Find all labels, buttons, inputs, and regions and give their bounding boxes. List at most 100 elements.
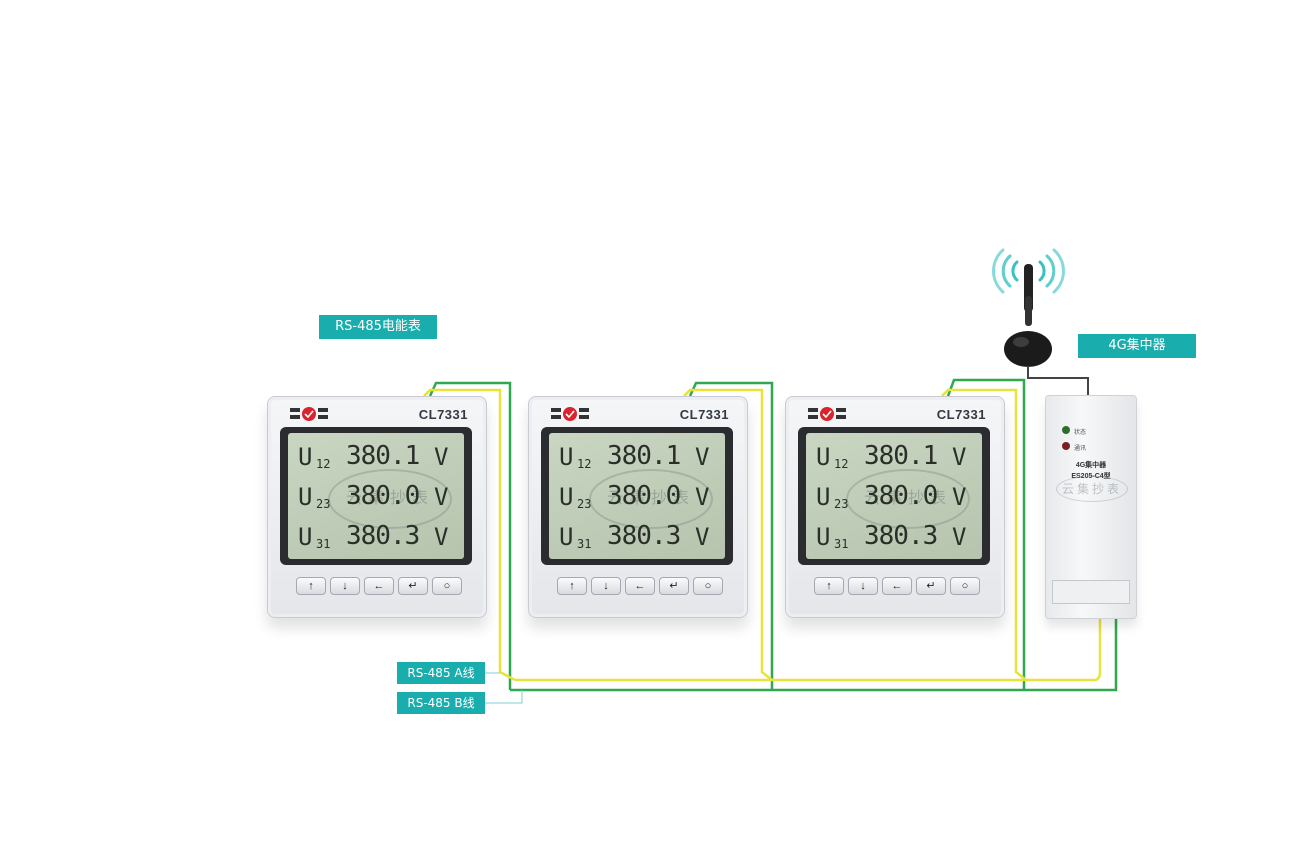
meter-model: CL7331 (679, 407, 729, 422)
label-rs485-meters: RS-485电能表 (319, 315, 437, 339)
phase-subscript: 23 (577, 497, 592, 511)
brand-logo-icon (808, 407, 846, 421)
voltage-value: 380.3 (346, 521, 420, 551)
voltage-unit: V (695, 483, 710, 511)
meter-key-3[interactable]: ← (882, 577, 912, 595)
status-led-icon (1062, 426, 1070, 434)
meter-key-2[interactable]: ↓ (848, 577, 878, 595)
meter-keypad: ↑↓←↵○ (814, 577, 984, 595)
label-4g-concentrator: 4G集中器 (1078, 334, 1196, 358)
meter-model: CL7331 (936, 407, 986, 422)
voltage-unit: V (434, 443, 449, 471)
antenna-icon (1004, 264, 1089, 396)
phase-subscript: 12 (316, 457, 331, 471)
wire-a-meter3 (941, 388, 1027, 681)
bus-b (510, 617, 1118, 692)
meter-keypad: ↑↓←↵○ (557, 577, 727, 595)
voltage-unit: V (952, 483, 967, 511)
voltage-unit: V (695, 443, 710, 471)
voltage-symbol: U (559, 483, 574, 511)
voltage-unit: V (434, 523, 449, 551)
voltage-value: 380.3 (864, 521, 938, 551)
bus-a (515, 617, 1102, 682)
voltage-value: 380.0 (864, 481, 938, 511)
voltage-unit: V (434, 483, 449, 511)
meter-keypad: ↑↓←↵○ (296, 577, 466, 595)
meter-key-3[interactable]: ← (625, 577, 655, 595)
brand-logo-icon (551, 407, 589, 421)
watermark-seal: 云集抄表 (589, 469, 713, 529)
meter-model: CL7331 (418, 407, 468, 422)
voltage-value: 380.0 (607, 481, 681, 511)
meter-key-5[interactable]: ○ (950, 577, 980, 595)
watermark-seal: 云集抄表 (1056, 476, 1128, 502)
watermark-seal: 云集抄表 (846, 469, 970, 529)
voltage-symbol: U (816, 483, 831, 511)
wire-b-meter3 (946, 378, 1026, 690)
phase-subscript: 23 (316, 497, 331, 511)
phase-subscript: 12 (834, 457, 849, 471)
watermark-seal: 云集抄表 (328, 469, 452, 529)
concentrator-title: 4G集中器 (1075, 462, 1107, 469)
meter-key-2[interactable]: ↓ (591, 577, 621, 595)
meter-key-1[interactable]: ↑ (557, 577, 587, 595)
voltage-value: 380.0 (346, 481, 420, 511)
voltage-symbol: U (559, 443, 574, 471)
terminal-block (1052, 580, 1130, 604)
voltage-value: 380.3 (607, 521, 681, 551)
meter-key-5[interactable]: ○ (693, 577, 723, 595)
wire-a-meter2 (683, 388, 773, 681)
voltage-symbol: U (298, 443, 313, 471)
status-led-label: 状态 (1074, 430, 1087, 436)
voltage-symbol: U (559, 523, 574, 551)
rs485-wires (423, 378, 1118, 704)
voltage-unit: V (952, 523, 967, 551)
meter-key-2[interactable]: ↓ (330, 577, 360, 595)
meter-key-1[interactable]: ↑ (296, 577, 326, 595)
meter-key-4[interactable]: ↵ (916, 577, 946, 595)
wire-a-meter1 (423, 388, 516, 682)
voltage-symbol: U (816, 523, 831, 551)
phase-subscript: 31 (577, 537, 592, 551)
voltage-value: 380.1 (346, 441, 420, 471)
signal-waves-icon (992, 248, 1065, 294)
meter-key-3[interactable]: ← (364, 577, 394, 595)
phase-subscript: 31 (834, 537, 849, 551)
voltage-symbol: U (298, 523, 313, 551)
meter-key-4[interactable]: ↵ (398, 577, 428, 595)
voltage-value: 380.1 (864, 441, 938, 471)
voltage-unit: V (695, 523, 710, 551)
meter-key-4[interactable]: ↵ (659, 577, 689, 595)
phase-subscript: 23 (834, 497, 849, 511)
voltage-symbol: U (298, 483, 313, 511)
meter-key-5[interactable]: ○ (432, 577, 462, 595)
brand-logo-icon (290, 407, 328, 421)
comm-led-icon (1062, 442, 1070, 450)
comm-led-label: 通讯 (1074, 446, 1087, 452)
voltage-symbol: U (816, 443, 831, 471)
label-rs485-line-a: RS-485 A线 (397, 662, 485, 684)
meter-key-1[interactable]: ↑ (814, 577, 844, 595)
voltage-value: 380.1 (607, 441, 681, 471)
concentrator-device: 状态 通讯 4G集中器 ES205-C4型 云集抄表 (1045, 395, 1137, 619)
voltage-unit: V (952, 443, 967, 471)
